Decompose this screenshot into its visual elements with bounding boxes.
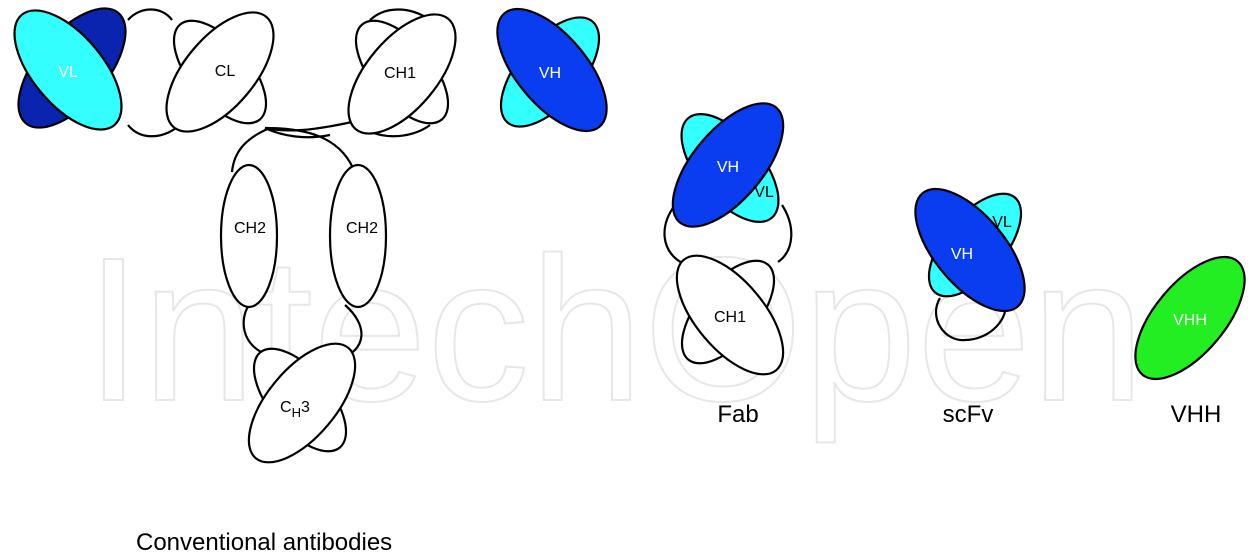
vh-domain: VH xyxy=(478,0,627,149)
ch2-right-label: CH2 xyxy=(346,220,378,237)
vhh-label: VHH xyxy=(1173,312,1207,329)
ch3-label-num: 3 xyxy=(301,399,310,416)
vl-label: VL xyxy=(58,64,78,81)
conventional-antibodies-caption: Conventional antibodies xyxy=(136,529,392,556)
ch2-right-domain: CH2 xyxy=(330,165,386,307)
cl-label: CL xyxy=(215,63,236,80)
scfv-vh-label: VH xyxy=(951,246,973,263)
ch3-label-sub: H xyxy=(292,405,301,420)
scfv-vl-label: VL xyxy=(992,214,1012,231)
ch1-label: CH1 xyxy=(384,65,416,82)
vh-label: VH xyxy=(539,65,561,82)
fab-vl-label: VL xyxy=(754,184,774,201)
scfv-caption: scFv xyxy=(943,401,994,428)
vl-domain: VL xyxy=(0,0,145,148)
vhh-caption: VHH xyxy=(1171,401,1222,428)
fab-caption: Fab xyxy=(717,401,758,428)
ch2-left-domain: CH2 xyxy=(221,165,277,307)
ch3-label-main: C xyxy=(280,399,292,416)
ch2-left-label: CH2 xyxy=(234,220,266,237)
fab-ch1-label: CH1 xyxy=(714,309,746,326)
ch1-domain: CH1 xyxy=(329,0,475,152)
fab-vh-label: VH xyxy=(717,159,739,176)
